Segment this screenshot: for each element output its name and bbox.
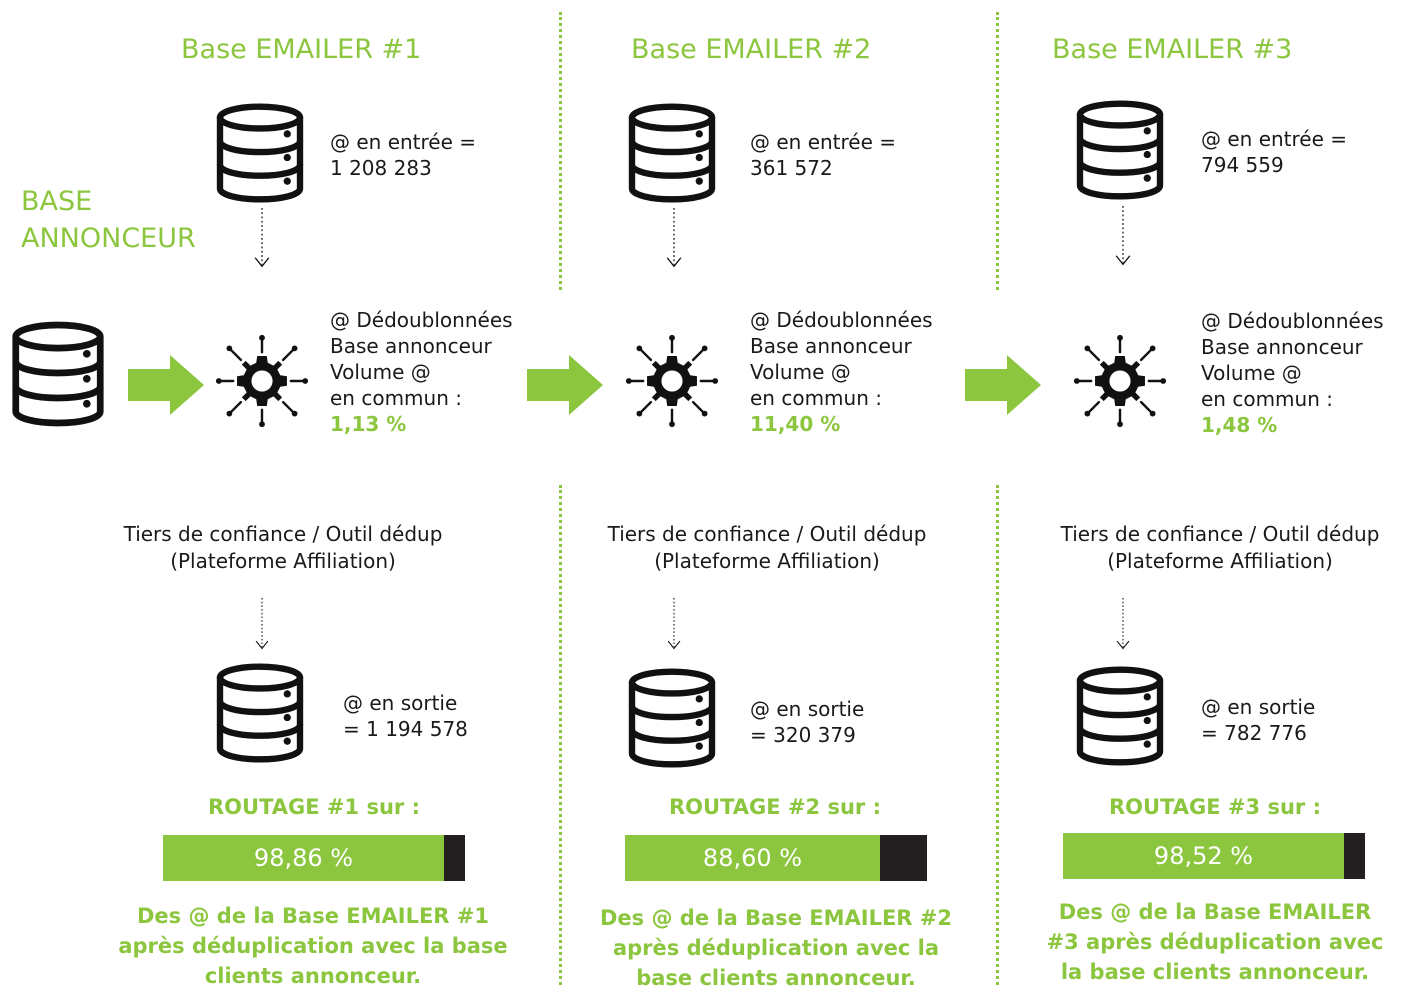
database-icon bbox=[214, 663, 306, 763]
routage-progress-bar: 98,86 % bbox=[163, 835, 465, 881]
separator-line bbox=[996, 12, 999, 290]
description-text: Des @ de la Base EMAILER #2 après dédupl… bbox=[599, 906, 953, 990]
routage-label: ROUTAGE #2 sur : bbox=[669, 795, 881, 819]
database-icon bbox=[1074, 100, 1166, 200]
arrow-right-icon bbox=[128, 355, 204, 415]
dedup-percentage: 1,48 % bbox=[1201, 413, 1278, 437]
database-icon bbox=[626, 103, 718, 203]
column-title: Base EMAILER #3 bbox=[1052, 34, 1293, 65]
database-icon bbox=[626, 668, 718, 768]
routage-percentage: 98,86 % bbox=[253, 844, 354, 872]
dotted-arrow-down-icon bbox=[664, 208, 684, 268]
progress-remainder bbox=[444, 835, 465, 881]
dotted-arrow-down-icon bbox=[1113, 598, 1133, 650]
sortie-text: @ en sortie = 320 379 bbox=[750, 697, 865, 747]
progress-remainder bbox=[1344, 833, 1365, 879]
dedup-text: @ Dédoublonnées Base annonceur Volume @ … bbox=[330, 308, 513, 436]
dotted-arrow-down-icon bbox=[664, 598, 684, 650]
database-icon bbox=[214, 103, 306, 203]
dotted-arrow-down-icon bbox=[252, 208, 272, 268]
dedup-percentage: 11,40 % bbox=[750, 412, 841, 436]
tiers-text: Tiers de confiance / Outil dédup (Platef… bbox=[123, 522, 443, 573]
routage-label: ROUTAGE #1 sur : bbox=[208, 795, 420, 819]
routage-percentage: 88,60 % bbox=[702, 844, 803, 872]
progress-remainder bbox=[880, 835, 927, 881]
routage-label: ROUTAGE #3 sur : bbox=[1109, 795, 1321, 819]
separator-line bbox=[996, 485, 999, 985]
column-title: Base EMAILER #2 bbox=[631, 34, 872, 65]
arrow-right-icon bbox=[965, 355, 1041, 415]
tiers-text: Tiers de confiance / Outil dédup (Platef… bbox=[1060, 522, 1380, 573]
database-icon bbox=[10, 320, 106, 428]
entree-text: @ en entrée = 794 559 bbox=[1201, 127, 1348, 177]
entree-text: @ en entrée = 1 208 283 bbox=[330, 130, 477, 180]
dedup-percentage: 1,13 % bbox=[330, 412, 407, 436]
base-annonceur-title: BASE ANNONCEUR bbox=[21, 186, 196, 254]
description-text: Des @ de la Base EMAILER #1 après dédupl… bbox=[118, 904, 508, 988]
routage-progress-bar: 98,52 % bbox=[1063, 833, 1365, 879]
arrow-right-icon bbox=[527, 355, 603, 415]
separator-line bbox=[559, 485, 562, 985]
gear-icon bbox=[214, 333, 310, 429]
routage-progress-bar: 88,60 % bbox=[625, 835, 927, 881]
database-icon bbox=[1074, 666, 1166, 766]
column-title: Base EMAILER #1 bbox=[181, 34, 422, 65]
dedup-text: @ Dédoublonnées Base annonceur Volume @ … bbox=[1201, 309, 1384, 437]
dedup-text: @ Dédoublonnées Base annonceur Volume @ … bbox=[750, 308, 933, 436]
dotted-arrow-down-icon bbox=[1113, 206, 1133, 266]
tiers-text: Tiers de confiance / Outil dédup (Platef… bbox=[607, 522, 927, 573]
sortie-text: @ en sortie = 1 194 578 bbox=[343, 691, 468, 741]
gear-icon bbox=[1072, 333, 1168, 429]
separator-line bbox=[559, 12, 562, 290]
description-text: Des @ de la Base EMAILER #3 après dédupl… bbox=[1046, 900, 1384, 984]
entree-text: @ en entrée = 361 572 bbox=[750, 130, 897, 180]
dotted-arrow-down-icon bbox=[252, 598, 272, 650]
routage-percentage: 98,52 % bbox=[1153, 842, 1254, 870]
gear-icon bbox=[624, 333, 720, 429]
sortie-text: @ en sortie = 782 776 bbox=[1201, 695, 1316, 745]
